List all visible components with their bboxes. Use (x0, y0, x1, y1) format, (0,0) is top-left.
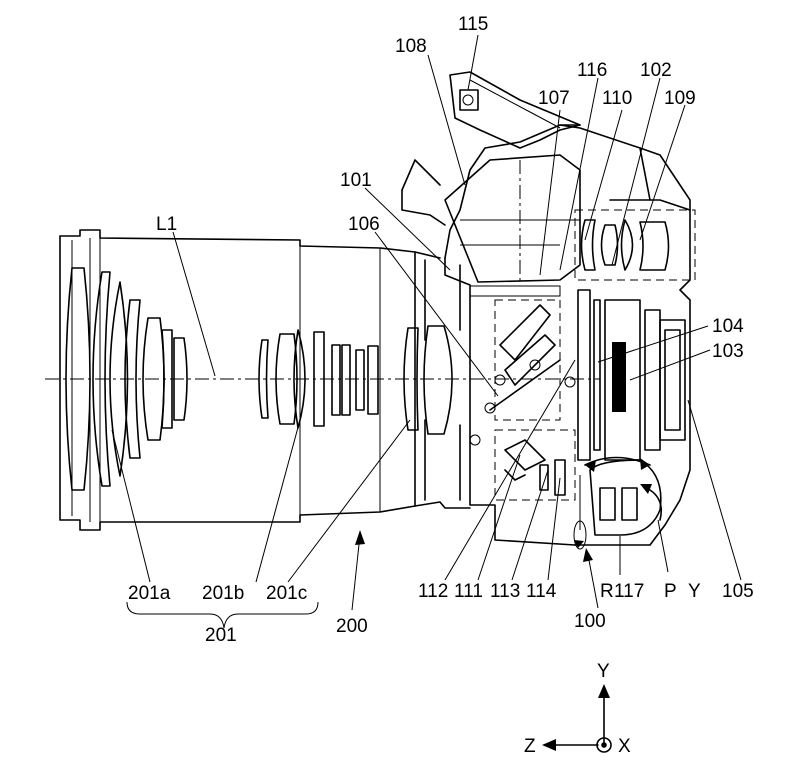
lens-group-201c (355, 325, 453, 435)
rotation-arrows (573, 456, 663, 550)
label-101: 101 (340, 170, 372, 191)
label-L1: L1 (156, 214, 177, 235)
battery-grip (579, 459, 662, 536)
lens-group-201a (65, 267, 188, 491)
eyepiece-optics (469, 209, 696, 297)
x-axis-out-of-plane-icon (596, 737, 612, 753)
label-Y: Y (688, 581, 701, 602)
leader-lines (111, 34, 742, 611)
label-108: 108 (395, 36, 427, 57)
label-111: 111 (454, 581, 483, 602)
label-104: 104 (712, 316, 744, 337)
label-114: 114 (526, 581, 557, 602)
rear-display (659, 319, 686, 441)
reference-labels: 115 108 116 102 107 110 109 101 L1 106 1… (128, 14, 754, 757)
label-115: 115 (458, 14, 488, 35)
label-P: P (664, 581, 677, 602)
shutter-unit (577, 289, 601, 461)
label-200: 200 (336, 616, 368, 637)
label-201b: 201b (202, 583, 244, 604)
label-112: 112 (418, 581, 448, 602)
label-103: 103 (712, 341, 744, 362)
label-100: 100 (574, 611, 606, 632)
pentaprism (444, 154, 581, 283)
axis-label-y: Y (597, 661, 610, 682)
label-113: 113 (490, 581, 520, 602)
label-116: 116 (577, 60, 607, 81)
label-102: 102 (640, 60, 672, 81)
mirror-assembly (484, 299, 576, 421)
label-105: 105 (722, 581, 754, 602)
label-117: 117 (614, 581, 644, 602)
label-201c: 201c (266, 583, 307, 604)
label-110: 110 (602, 88, 632, 109)
label-R: R (600, 581, 614, 602)
camera-body (401, 124, 691, 546)
lens-barrel (59, 229, 471, 531)
af-module (469, 429, 576, 501)
label-106: 106 (348, 214, 380, 235)
label-201a: 201a (128, 583, 171, 604)
label-109: 109 (664, 88, 696, 109)
axis-label-z: Z (524, 736, 536, 757)
axis-label-x: X (618, 736, 631, 757)
image-sensor (604, 299, 661, 461)
flash-unit (449, 71, 581, 149)
label-201: 201 (205, 625, 237, 646)
group-brace (126, 601, 319, 629)
coordinate-axes (542, 684, 612, 753)
label-107: 107 (538, 88, 570, 109)
